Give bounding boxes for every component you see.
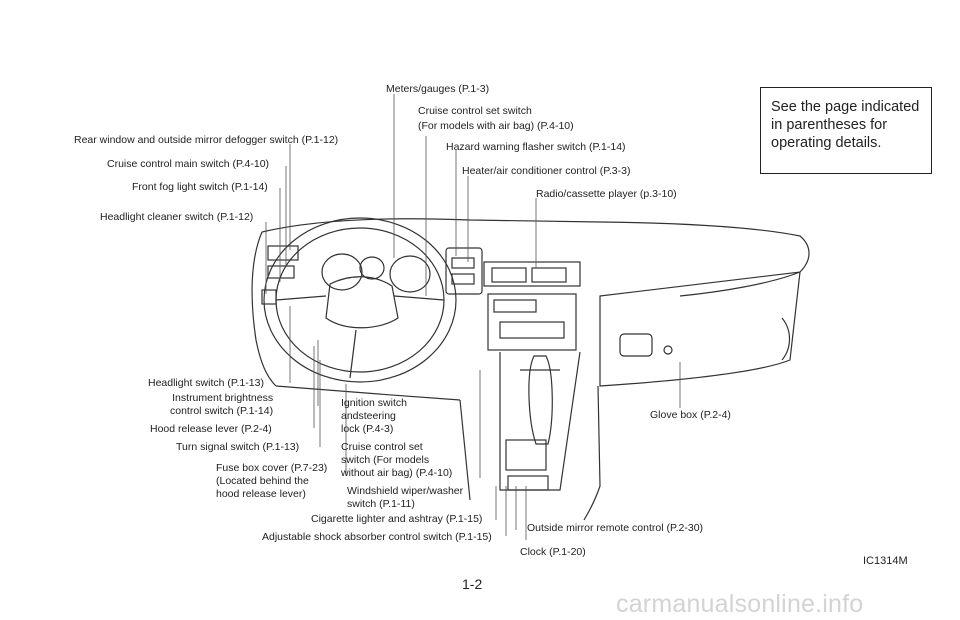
- label-headlight-cleaner-switch: Headlight cleaner switch (P.1-12): [100, 211, 254, 223]
- label-fuse-box-cover: Fuse box cover (P.7-23) (Located behind …: [216, 462, 328, 500]
- label-outside-mirror-control: Outside mirror remote control (P.2-30): [527, 522, 704, 534]
- label-meters-gauges: Meters/gauges (P.1-3): [386, 83, 490, 95]
- label-cruise-set-no-airbag: Cruise control set switch (For models wi…: [341, 441, 453, 479]
- label-heater-control: Heater/air conditioner control (P.3-3): [462, 165, 631, 177]
- label-ignition-switch: Ignition switch andsteering lock (P.4-3): [341, 397, 407, 435]
- watermark: carmanualsonline.info: [616, 590, 864, 618]
- label-turn-signal-switch: Turn signal switch (P.1-13): [176, 441, 300, 453]
- label-clock: Clock (P.1-20): [520, 546, 586, 558]
- label-cigarette-lighter: Cigarette lighter and ashtray (P.1-15): [311, 513, 483, 525]
- figure-code: IC1314M: [863, 555, 908, 567]
- label-instrument-brightness: Instrument brightness control switch (P.…: [170, 392, 274, 417]
- label-cruise-main-switch: Cruise control main switch (P.4-10): [107, 158, 270, 170]
- label-hood-release: Hood release lever (P.2-4): [150, 423, 272, 435]
- label-rear-defogger-switch: Rear window and outside mirror defogger …: [74, 134, 339, 146]
- page-number: 1-2: [462, 576, 483, 592]
- note-box: See the page indicated in parentheses fo…: [760, 87, 932, 174]
- label-shock-absorber-switch: Adjustable shock absorber control switch…: [262, 531, 492, 543]
- label-fog-light-switch: Front fog light switch (P.1-14): [132, 181, 268, 193]
- label-radio-cassette: Radio/cassette player (p.3-10): [536, 188, 677, 200]
- label-wiper-washer-switch: Windshield wiper/washer switch (P.1-11): [347, 485, 464, 510]
- label-hazard-switch: Hazard warning flasher switch (P.1-14): [446, 141, 626, 153]
- label-headlight-switch: Headlight switch (P.1-13): [148, 377, 264, 389]
- label-glove-box: Glove box (P.2-4): [650, 409, 731, 421]
- label-cruise-set-switch-airbag: Cruise control set switch (For models wi…: [418, 105, 574, 132]
